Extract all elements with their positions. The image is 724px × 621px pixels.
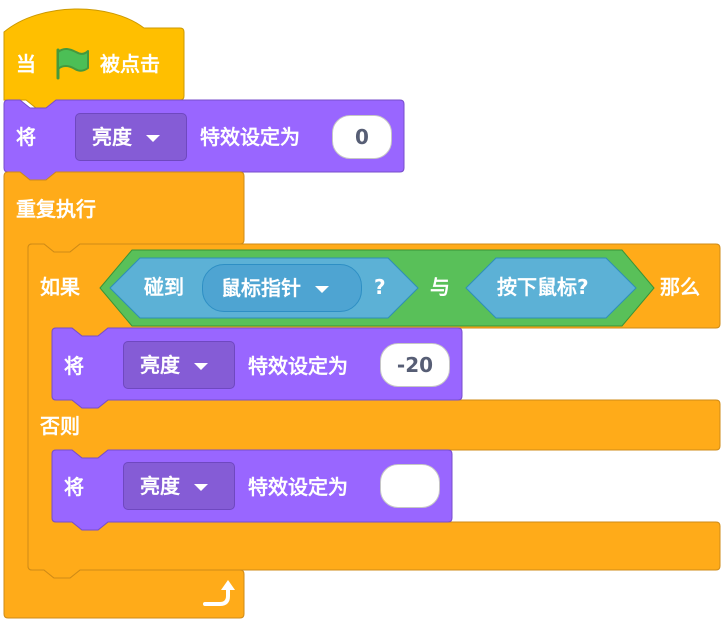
touching-question-mark: ? [374,275,386,299]
effect-value-input-1[interactable]: 0 [332,115,392,159]
effect-dropdown-2-label: 亮度 [140,353,180,377]
mouse-down-label: 按下鼠标? [497,275,589,299]
if-label: 如果 [40,275,80,299]
effect-value-input-3[interactable] [380,464,440,508]
chevron-down-icon [146,134,160,142]
forever-label: 重复执行 [16,197,96,221]
else-label: 否则 [40,414,80,438]
hat-suffix-label: 被点击 [100,52,160,76]
effect-value-input-2[interactable]: -20 [380,343,450,387]
set-effect-1-action: 特效设定为 [200,125,300,149]
set-effect-3-action: 特效设定为 [248,475,348,499]
and-label: 与 [430,275,450,299]
mouse-down-sensing-block[interactable] [465,257,637,319]
hat-prefix-label: 当 [16,52,36,76]
chevron-down-icon [315,285,329,293]
set-effect-2-verb: 将 [64,354,84,378]
effect-dropdown-2[interactable]: 亮度 [123,341,235,389]
effect-dropdown-1-label: 亮度 [92,125,132,149]
set-effect-3-verb: 将 [64,475,84,499]
set-effect-1-verb: 将 [16,125,36,149]
effect-dropdown-3-label: 亮度 [140,474,180,498]
then-label: 那么 [660,275,700,299]
chevron-down-icon [194,483,208,491]
set-effect-2-action: 特效设定为 [248,354,348,378]
touching-target-label: 鼠标指针 [221,276,301,300]
green-flag-icon [56,48,89,80]
loop-arrow-icon [203,580,235,606]
chevron-down-icon [194,362,208,370]
effect-dropdown-1[interactable]: 亮度 [75,113,187,161]
touching-label: 碰到 [144,275,184,299]
touching-target-dropdown[interactable]: 鼠标指针 [202,264,362,312]
effect-dropdown-3[interactable]: 亮度 [123,462,235,510]
